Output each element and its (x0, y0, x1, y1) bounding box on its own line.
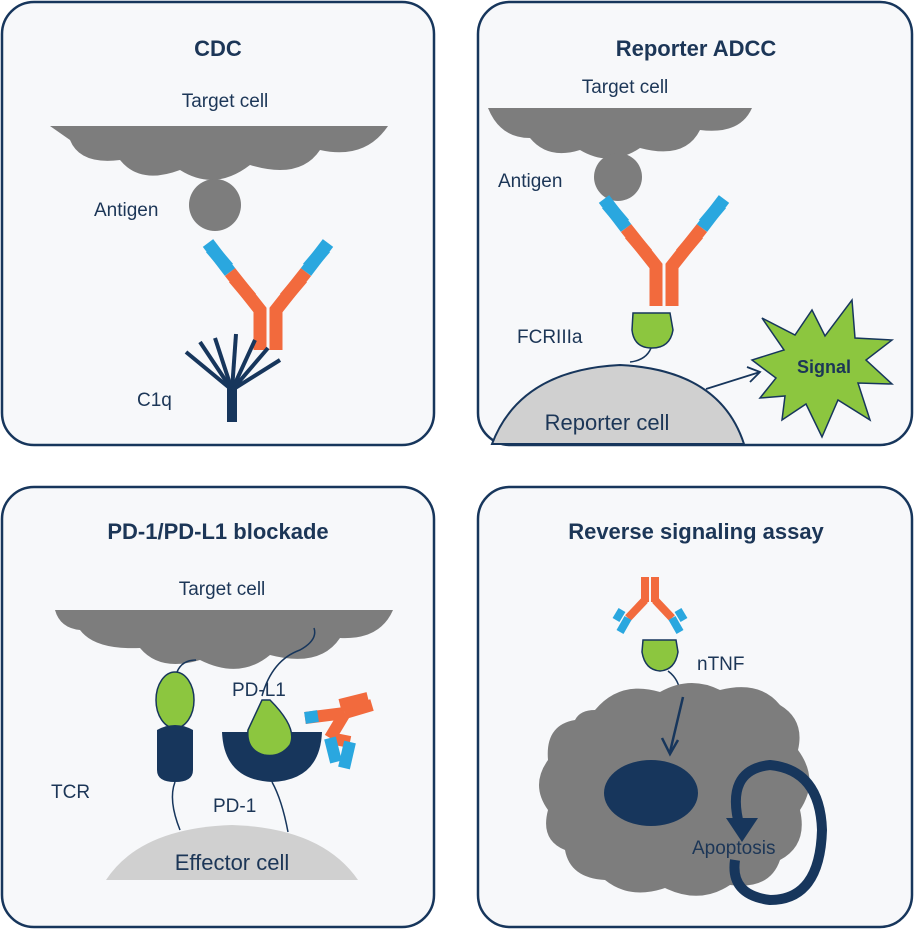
adcc-signal-arrow (705, 371, 761, 390)
cdc-target-cell-label: Target cell (182, 91, 269, 112)
pd1-target-cell (55, 610, 393, 669)
pd1-tcr-tether-bottom (171, 781, 181, 831)
pd1-pdl1-ligand (247, 699, 293, 757)
pd1-target-cell-label: Target cell (179, 579, 266, 600)
cdc-target-cell (50, 126, 388, 180)
pd1-tcr-label: TCR (51, 782, 90, 803)
reverse-ntnf-label: nTNF (697, 654, 745, 675)
panel-cdc: CDC Target cell Antigen C1q (0, 0, 436, 447)
cdc-c1q-label: C1q (137, 390, 172, 411)
adcc-signal-label: Signal (797, 357, 851, 377)
adcc-fcr-label: FCRIIIa (517, 327, 583, 348)
pd1-tcr-ligand (155, 671, 195, 729)
reverse-cycle-arrow (729, 759, 828, 906)
cdc-antigen-label: Antigen (94, 200, 158, 221)
reverse-nucleus (604, 760, 698, 826)
adcc-signal-burst (750, 297, 895, 439)
pd1-pdl1-label: PD-L1 (232, 680, 286, 701)
panel-pd1-title: PD-1/PD-L1 blockade (107, 519, 328, 544)
panel-adcc-title: Reporter ADCC (616, 36, 777, 61)
pd1-receptor (222, 732, 322, 782)
pd1-blocking-antibody (304, 692, 374, 770)
adcc-reporter-cell-label: Reporter cell (545, 410, 670, 435)
reverse-ntnf (641, 639, 679, 672)
cdc-antigen (189, 179, 241, 231)
adcc-target-cell-label: Target cell (582, 77, 669, 98)
adcc-antigen (594, 153, 642, 201)
adcc-reporter-cell (490, 363, 746, 445)
adcc-signal-arrowhead (746, 366, 762, 383)
cdc-c1q (184, 333, 282, 422)
panel-pd1: PD-1/PD-L1 blockade Target cell TCR PD-L… (0, 485, 436, 929)
adcc-antigen-label: Antigen (498, 171, 562, 192)
reverse-apoptosis-label: Apoptosis (692, 838, 775, 859)
reverse-cycle-arrowhead (726, 818, 758, 842)
reverse-antibody (612, 577, 688, 634)
pd1-tcr (157, 725, 193, 782)
adcc-fcr-receptor (631, 312, 674, 349)
adcc-target-cell (488, 108, 752, 159)
pd1-effector-cell-label: Effector cell (175, 850, 290, 875)
reverse-signal-arrow (668, 696, 685, 753)
pd1-tcr-tether-top (176, 659, 197, 673)
reverse-signal-arrowhead (660, 737, 680, 757)
pd1-effector-cell (106, 825, 358, 880)
pd1-receptor-tether (271, 781, 289, 833)
panel-pd1-frame (0, 485, 436, 929)
panel-adcc: Reporter ADCC Target cell Antigen Report… (476, 0, 914, 447)
panel-cdc-title: CDC (194, 36, 242, 61)
pd1-pdl1-tether (261, 627, 316, 697)
panel-reverse-title: Reverse signaling assay (568, 519, 824, 544)
pd1-pd1-label: PD-1 (213, 796, 256, 817)
panel-reverse: Reverse signaling assay nTNF Apoptosis (476, 485, 914, 929)
